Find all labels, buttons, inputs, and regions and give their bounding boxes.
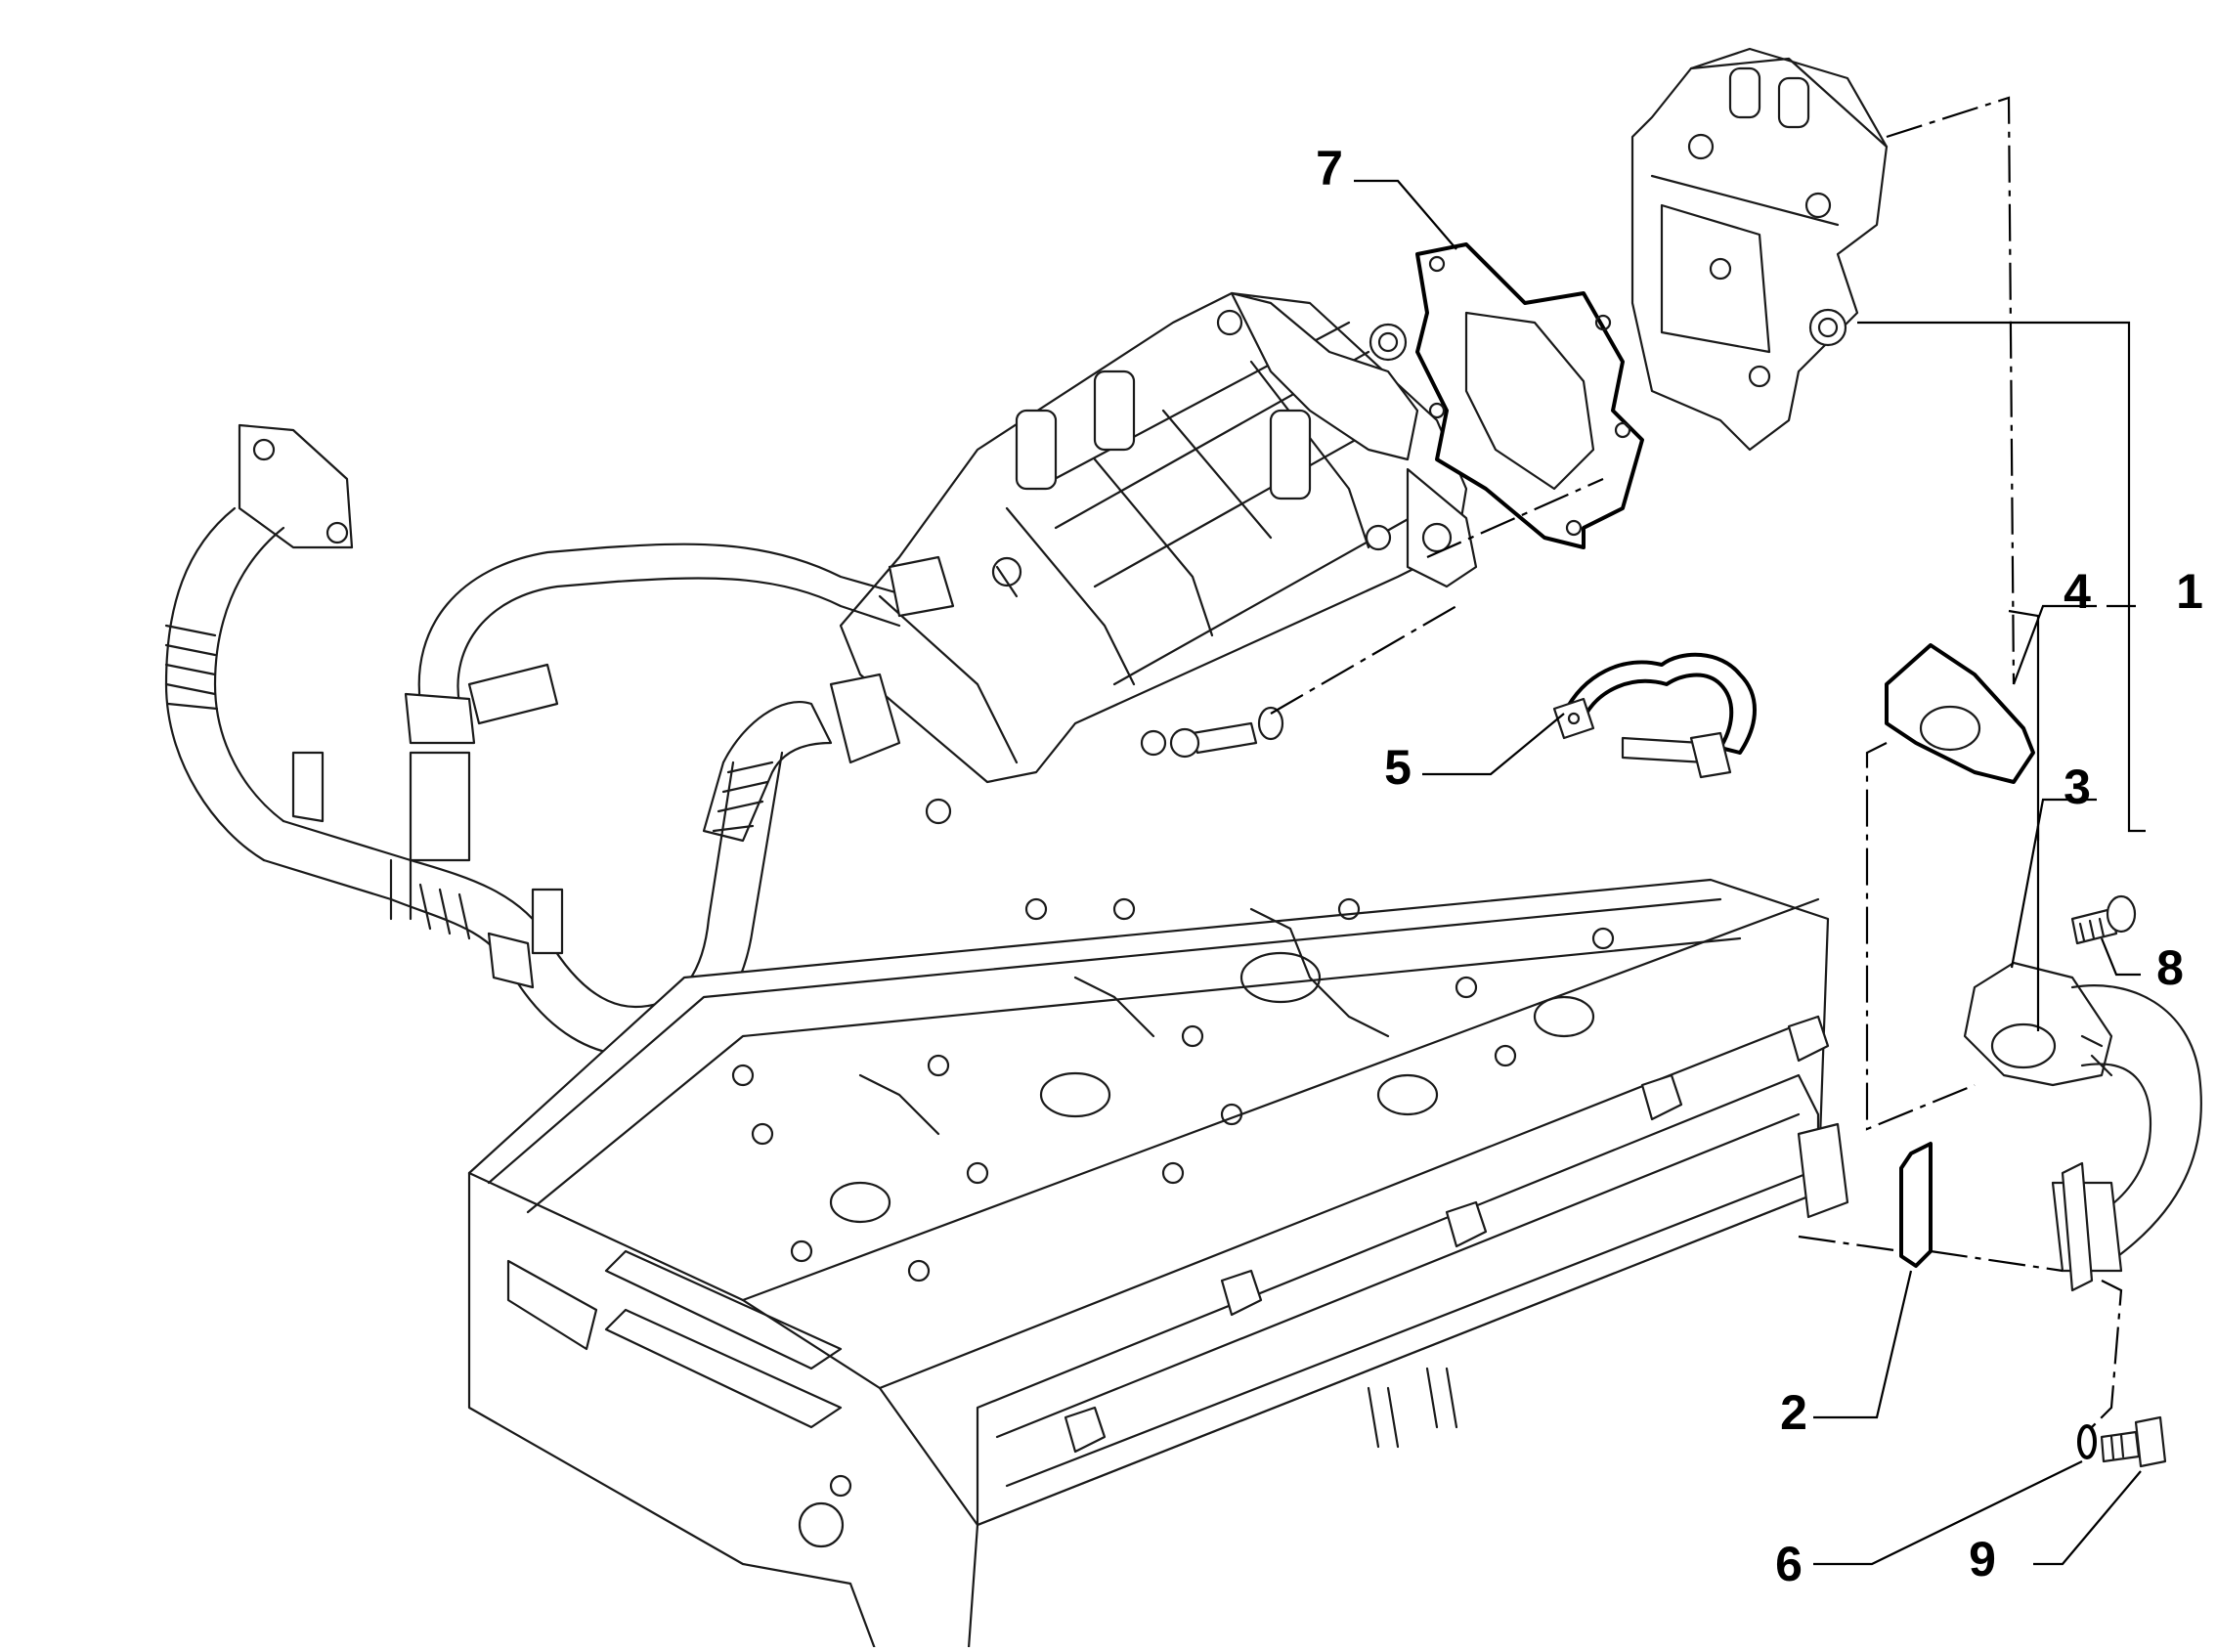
callout-3: 3 [2064,760,2091,814]
part-8-bolt [2070,894,2137,945]
callout-4: 4 [2064,564,2091,619]
cooler-bolt [1169,706,1284,759]
part-6-washer [2077,1424,2097,1459]
egr-cooler [702,291,1478,843]
part-5-clamp [1552,652,1757,779]
leader-lines [1354,179,2146,1566]
assembly-lines [1270,96,2123,1428]
egr-valve [1630,47,1889,452]
part-4-gasket [1885,643,2035,784]
callout-2: 2 [1780,1385,1807,1440]
callout-6: 6 [1775,1537,1803,1591]
callout-8: 8 [2156,940,2184,995]
part-9-bolt [2100,1415,2167,1468]
part-2-gasket [1899,1142,1933,1268]
cylinder-head [467,878,1849,1652]
callout-5: 5 [1384,740,1412,795]
part-3-pipe [1963,961,2202,1292]
part-7-gasket [1415,242,1644,549]
callout-1: 1 [2176,564,2203,619]
callout-9: 9 [1969,1532,1996,1587]
coolant-hose [404,543,1022,862]
callout-7: 7 [1316,141,1343,196]
